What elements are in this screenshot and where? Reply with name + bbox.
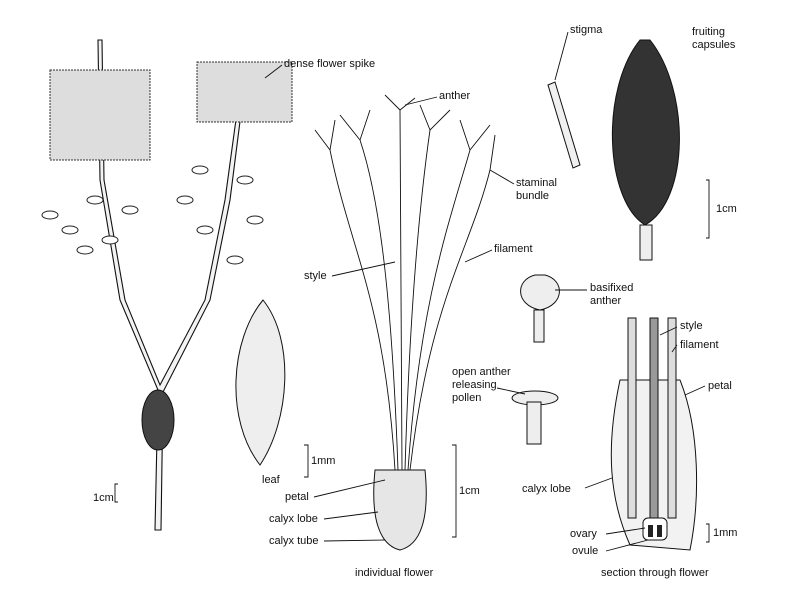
- label-anther: anther: [439, 90, 471, 102]
- fruiting-capsules-drawing: [611, 39, 680, 226]
- scale-bar-branch: [114, 483, 118, 503]
- label-stigma: stigma: [570, 24, 603, 36]
- flower-section-drawing: [610, 317, 710, 551]
- label-style: style: [304, 270, 327, 282]
- scale-bar-flower: [452, 444, 457, 538]
- label-filament-section: filament: [680, 339, 719, 351]
- label-open-anther: open anther releasing pollen: [452, 366, 511, 404]
- label-ovary: ovary: [570, 528, 597, 540]
- label-scale-flower: 1cm: [459, 485, 480, 497]
- flower-spike-right: [196, 61, 293, 123]
- label-petal-section: petal: [708, 380, 732, 392]
- label-leaf: leaf: [262, 474, 280, 486]
- label-dense-flower-spike: dense flower spike: [284, 58, 376, 70]
- caption-individual-flower: individual flower: [355, 567, 434, 579]
- label-filament: filament: [494, 243, 533, 255]
- scale-bar-section: [706, 523, 710, 543]
- basifixed-anther-drawing: [520, 274, 560, 311]
- label-calyx-tube: calyx tube: [269, 535, 319, 547]
- leaf-drawing: [235, 299, 286, 466]
- label-basifixed-anther: basifixed anther: [590, 282, 634, 307]
- leader-lines: [264, 31, 706, 552]
- label-calyx-lobe: calyx lobe: [269, 513, 318, 525]
- label-staminal-bundle: staminal bundle: [516, 177, 557, 202]
- individual-flower-drawing: [314, 94, 496, 551]
- capsule-cluster: [141, 389, 175, 451]
- label-petal: petal: [285, 491, 309, 503]
- label-scale-section: 1mm: [713, 527, 738, 539]
- scale-bar-leaf: [304, 444, 309, 478]
- caption-section-through-flower: section through flower: [601, 567, 709, 579]
- label-fruiting-capsules: fruiting capsules: [692, 26, 736, 51]
- label-scale-leaf: 1mm: [311, 455, 336, 467]
- flower-spike-left: [49, 69, 151, 161]
- flowering-branch: [41, 39, 293, 531]
- label-calyx-lobe-section: calyx lobe: [522, 483, 571, 495]
- label-scale-capsules: 1cm: [716, 203, 737, 215]
- scale-bar-capsules: [706, 179, 710, 239]
- label-scale-branch: 1cm: [93, 492, 114, 504]
- label-style-section: style: [680, 320, 703, 332]
- label-ovule: ovule: [572, 545, 599, 557]
- stigma-drawing: [547, 81, 581, 169]
